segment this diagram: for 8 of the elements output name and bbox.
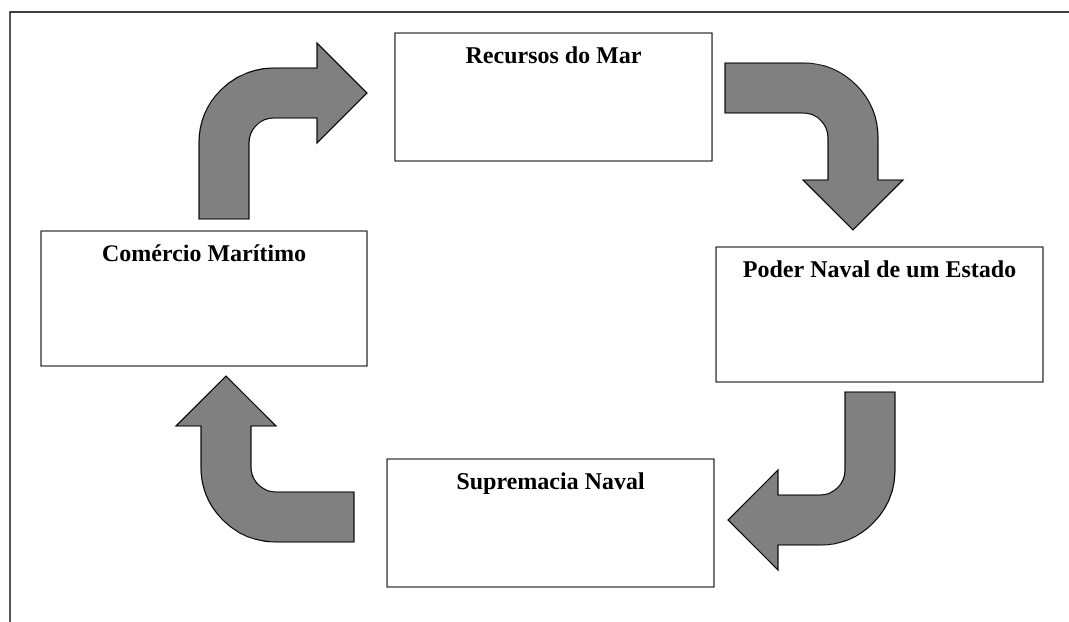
block-arrow bbox=[724, 62, 904, 231]
process-box: Poder Naval de um Estado bbox=[715, 246, 1044, 383]
process-box: Comércio Marítimo bbox=[40, 230, 368, 367]
block-arrow bbox=[198, 42, 368, 220]
block-arrow bbox=[727, 391, 896, 571]
process-box: Supremacia Naval bbox=[386, 458, 715, 588]
process-box: Recursos do Mar bbox=[394, 32, 713, 162]
block-arrow bbox=[175, 375, 355, 543]
